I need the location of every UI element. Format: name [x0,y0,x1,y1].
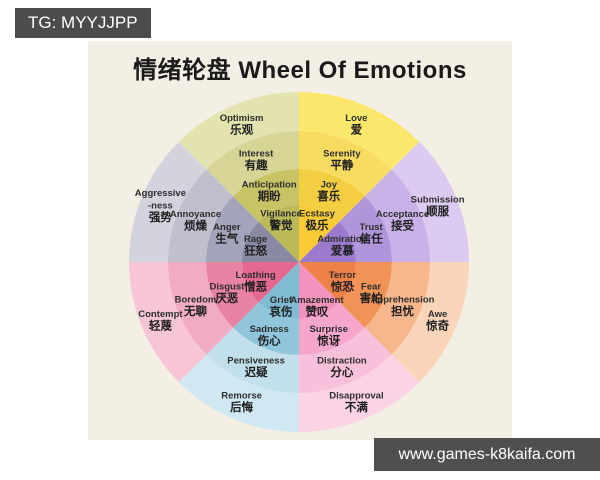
wedge-surprise-surprise [299,302,365,356]
wedge-disgust-contempt [129,262,207,383]
wedge-sadness-pensiveness [206,327,299,393]
wedge-joy-ecstasy [299,205,340,262]
wedge-anger-rage [242,221,299,262]
wedge-trust-acceptance [364,169,430,262]
wedge-surprise-disapproval [299,354,420,432]
website-watermark-badge: www.games-k8kaifa.com [374,438,600,471]
wedge-anticipation-anticipation [233,168,299,222]
wedge-sadness-sadness [233,302,299,356]
wedge-trust-admiration [299,221,356,262]
wedge-fear-terror [299,262,356,303]
poster-title: 情绪轮盘 Wheel Of Emotions [133,57,467,84]
wedge-fear-apprehension [364,262,430,355]
wedge-disgust-disgust [205,262,259,328]
wedge-surprise-distraction [299,327,392,393]
wedge-sadness-remorse [178,354,299,432]
wedge-anger-anger [205,196,259,262]
wedge-disgust-boredom [168,262,234,355]
tg-watermark-badge: TG: MYYJJPP [15,8,151,38]
wedge-disgust-loathing [242,262,299,303]
wedge-anger-annoyance [168,169,234,262]
wedge-sadness-grief [258,262,299,319]
wedge-joy-love [299,92,420,170]
wedge-trust-trust [339,196,393,262]
wedge-anticipation-optimism [178,92,299,170]
wedge-fear-awe [391,262,469,383]
wedge-joy-joy [299,168,365,222]
wedge-trust-submission [391,141,469,262]
wedge-surprise-amazement [299,262,340,319]
wedge-anger-aggressive-ness [129,141,207,262]
wedge-joy-serenity [299,131,392,197]
wedge-anticipation-interest [206,131,299,197]
wedge-fear-fear [339,262,393,328]
wedge-anticipation-vigilance [258,205,299,262]
